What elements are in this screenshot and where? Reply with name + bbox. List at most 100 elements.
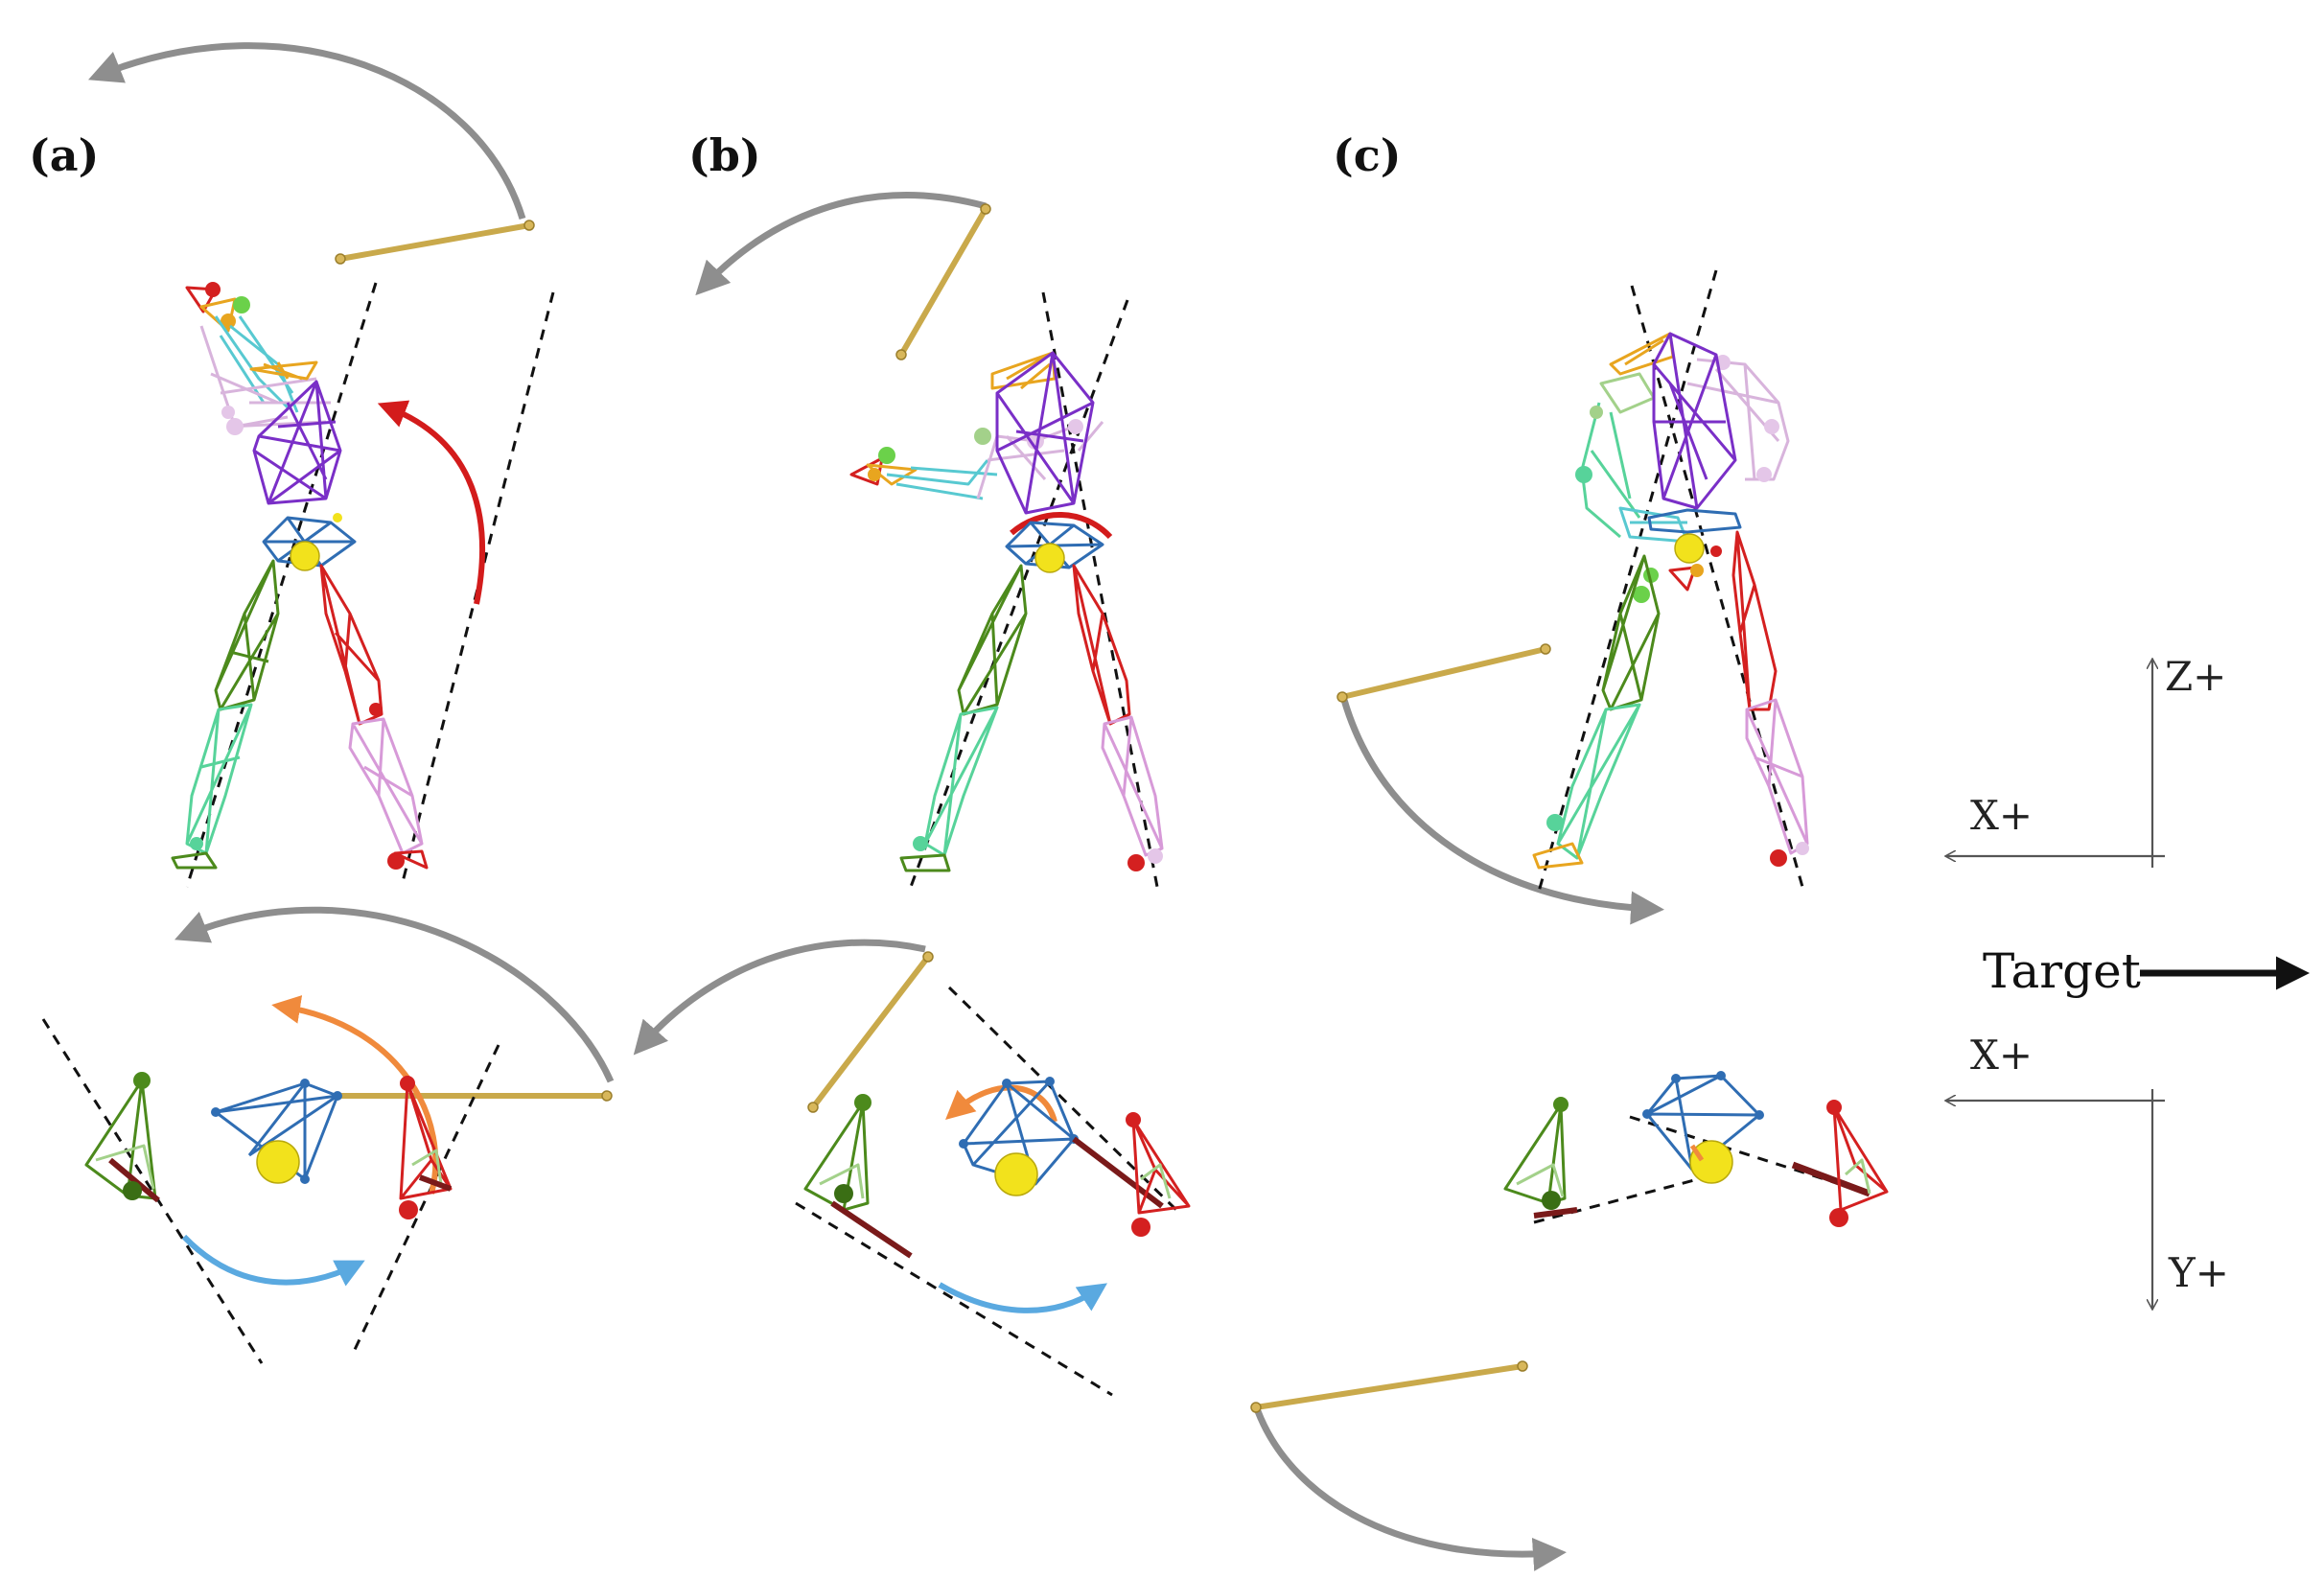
club-grip-b-front [895,349,907,360]
target-indicator: Target [1983,943,2310,999]
panel-a-top-view [41,906,615,1364]
top-view-axes: X+ Y+ [1946,1032,2229,1309]
shoulder-a [249,360,318,381]
club-c-front [1339,646,1548,700]
panel-c-front-view [1336,269,1809,925]
left-shank-b [923,706,999,857]
forearm-b [886,459,998,500]
right-foot-marker-b [1127,854,1145,871]
dashed-line-c-front-right [1630,285,1804,888]
right-shank-c [1745,698,1809,855]
club-head-b-front [980,203,991,215]
golfer-skeleton-a-front [171,282,429,870]
left-foot-a-top [84,1072,160,1203]
right-thigh-b [1072,564,1131,726]
panel-b-top-view [633,939,1191,1397]
front-view-axes: Z+ X+ [1946,653,2226,868]
pelvis-c-front [1647,508,1742,534]
panel-label-b: (b) [688,129,761,181]
right-thigh-c [1731,530,1778,711]
panel-c-top-view [1250,1071,1889,1571]
dashed-line-c-top-lower [1533,1173,1717,1224]
dashed-line-b-front-right [1041,291,1159,888]
swing-arc-a-front [87,42,526,221]
pelvis-rotation-arrow-b [938,1282,1107,1313]
swing-arc-b-top [633,939,926,1056]
shoulder-c [1609,332,1675,376]
club-head-b-top [922,951,934,963]
club-head-c-front [1540,643,1551,655]
x-plus-label-top: X+ [1970,1032,2033,1079]
right-shank-a [348,717,424,855]
right-foot-b-top [1126,1112,1191,1237]
pelvis-center-c-top [1689,1140,1733,1184]
club-grip-a-front [335,253,346,265]
dashed-line-b-top-lower [795,1201,1113,1397]
swing-arc-c-front [1340,699,1664,925]
forearm-c [1580,402,1641,539]
z-plus-label: Z+ [2165,653,2226,700]
left-shank-c [1556,703,1641,860]
pelvis-a-top [211,1079,342,1184]
pelvis-center-a-front [290,541,320,571]
panel-label-c: (c) [1333,129,1402,181]
club-c-top [1253,1363,1525,1410]
thorax-c [1652,332,1737,510]
left-arm-c [1599,372,1656,414]
dashed-line-b-front-left [909,299,1129,888]
swing-arc-a-top [174,906,615,1083]
club-b-front [898,206,988,358]
club-grip-c-top [1250,1402,1262,1413]
pelvis-center-b-top [994,1152,1038,1196]
pelvis-center-b-front [1034,543,1065,573]
golfer-skeleton-b-front [849,351,1164,872]
left-thigh-b [957,564,1028,716]
dashed-line-c-front-left [1537,269,1718,893]
pelvis-rotation-arrow-a [181,1234,365,1287]
right-foot-a-top [399,1076,453,1219]
pelvis-center-c-front [1674,533,1705,564]
pelvis-center-a-top [256,1140,300,1184]
upper-arm-b [976,421,1104,499]
club-head-a-top [601,1090,613,1102]
target-label: Target [1983,943,2141,999]
x-plus-label-front: X+ [1970,792,2033,839]
dashed-line-a-top-left [41,1018,264,1364]
club-grip-b-top [807,1102,819,1113]
hands-a [185,282,250,333]
right-foot-c-top [1826,1100,1889,1227]
left-thigh-c [1601,554,1661,711]
dashed-line-b-top-upper [947,986,1181,1215]
club-b-top [810,954,931,1110]
upper-arm-c [1686,358,1790,481]
right-thigh-a [319,564,383,726]
panel-label-a: (a) [29,129,99,181]
left-foot-c-top [1503,1097,1578,1219]
panel-b-front-view [695,192,1164,888]
hip-rotation-arrow-a [377,400,485,605]
thorax-b [995,351,1095,515]
left-thigh-a [214,559,280,711]
club-head-c-top [1517,1360,1528,1372]
left-shank-a [185,703,253,855]
shoulder-b [990,351,1057,390]
right-shank-b [1101,715,1164,857]
club-head-a-front [523,220,535,231]
left-foot-b-top [803,1094,913,1259]
thorax-a [252,380,342,505]
club-a-front [337,222,532,262]
dashed-line-a-top-right [351,1044,500,1355]
right-foot-marker-c [1770,849,1787,867]
upper-arm-a [199,325,331,429]
hip-rotation-arrow-b [1010,512,1113,540]
pelvis-c-top [1642,1071,1764,1184]
thorax-rotation-arrow-b [945,1084,1057,1123]
y-plus-label: Y+ [2168,1249,2229,1296]
club-grip-c-front [1336,691,1348,703]
panel-a-front-view [87,42,555,888]
swing-arc-b-front [695,192,987,296]
golfer-skeleton-c-front [1532,332,1809,870]
dashed-line-a-front-right [401,291,555,883]
swing-arc-c-top [1254,1409,1567,1571]
